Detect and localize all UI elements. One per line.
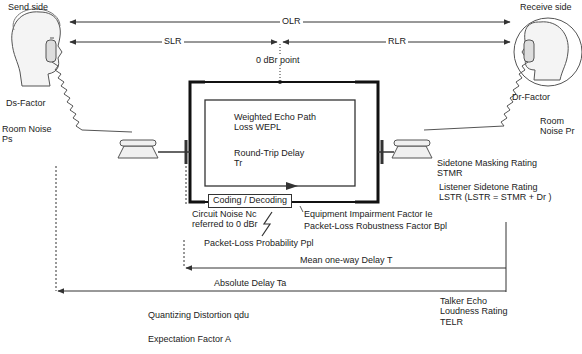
- process-box: Coding / Decoding: [208, 194, 292, 208]
- listener-head: [514, 18, 582, 86]
- echo-loop: [205, 100, 355, 186]
- receive-reference: [506, 222, 507, 292]
- cord: [52, 62, 132, 132]
- parameter-label: Packet-Loss Robustness Factor Bpl: [304, 221, 447, 231]
- reference-verticals: [56, 166, 186, 291]
- parameter-label: Quantizing Distortion qdu: [148, 310, 249, 320]
- parameter-label: Expectation Factor A: [148, 334, 231, 344]
- reference-label: 0 dBr point: [254, 55, 302, 65]
- talker-head: [12, 9, 62, 86]
- parameter-label: Listener Sidetone Rating LSTR (LSTR = ST…: [437, 182, 559, 203]
- factor-label: Ds-Factor: [6, 98, 46, 108]
- side-title: Send side: [8, 2, 48, 12]
- delay-label: Absolute Delay Ta: [214, 278, 286, 288]
- telephone: [118, 140, 158, 158]
- rating-label: RLR: [386, 36, 408, 46]
- rating-label: SLR: [162, 36, 184, 46]
- parameter-label: Packet-Loss Probability Ppl: [204, 238, 314, 248]
- delay-label: Mean one-way Delay T: [300, 255, 392, 265]
- packet-loss-symbol: [262, 212, 272, 236]
- factor-label: Dr-Factor: [512, 92, 550, 102]
- parameter-label: Sidetone Masking Rating STMR: [437, 158, 549, 179]
- side-title: Receive side: [520, 2, 572, 12]
- connection-frame: [190, 82, 378, 202]
- telephone: [392, 140, 432, 158]
- leader-line: [300, 206, 303, 212]
- loop-arrow: [286, 182, 298, 190]
- delay-arrows: [58, 268, 506, 291]
- noise-label: Room Noise Ps: [2, 124, 52, 145]
- parameter-label: Weighted Echo Path Loss WEPL: [234, 112, 320, 133]
- parameter-label: Talker Echo Loudness Rating TELR: [440, 296, 520, 327]
- parameter-label: Equipment Impairment Factor Ie: [304, 209, 433, 219]
- parameter-label: Round-Trip Delay Tr: [234, 148, 308, 169]
- noise-label: Room Noise Pr: [540, 116, 580, 137]
- parameter-label: Circuit Noise Nc referred to 0 dBr: [192, 209, 260, 230]
- rating-label: OLR: [280, 16, 303, 26]
- box-text: Coding / Decoding: [213, 196, 287, 206]
